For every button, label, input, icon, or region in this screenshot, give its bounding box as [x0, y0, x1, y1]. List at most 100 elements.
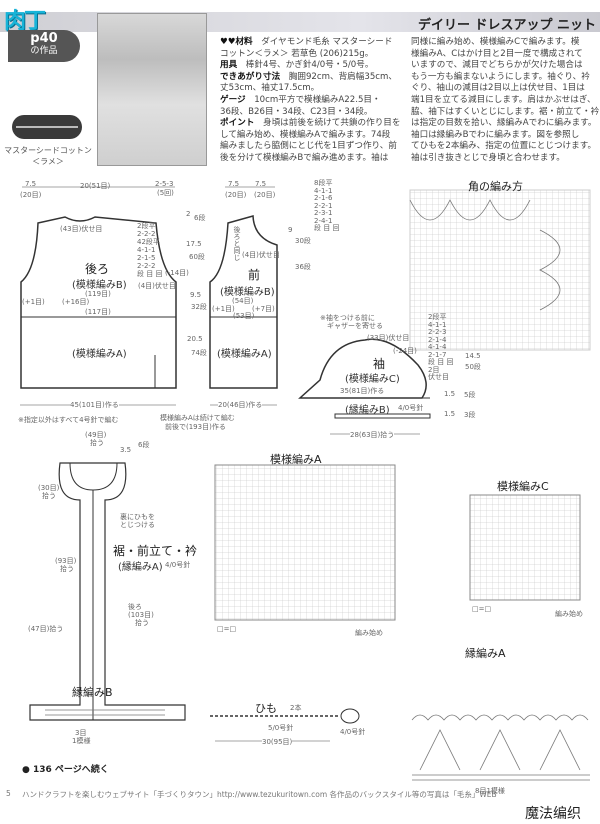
yarn-caption: マスターシードコットン ＜ラメ＞: [4, 145, 92, 167]
page-number: 5: [6, 789, 11, 798]
front-st-b: (20目): [254, 191, 276, 199]
yarn-name: マスターシードコットン: [4, 146, 92, 155]
site-logo: 肉丁: [4, 9, 46, 34]
back-piece-label: 後ろ: [85, 262, 110, 276]
sleeve-dim-5rows: 5段: [464, 391, 476, 399]
sleeve-minus24: (-24目): [393, 347, 417, 355]
front-st-a: (20目): [225, 191, 247, 199]
cord-length: 30(95目): [262, 737, 293, 747]
cord-needle5: 5/0号針: [268, 724, 294, 732]
front-pattern-a: (模様編みA): [217, 349, 272, 360]
instruction-text: 丈53cm、袖丈17.5cm。: [220, 83, 320, 94]
band-st30: (30目): [38, 484, 60, 492]
decrease-step: 2段平: [137, 222, 156, 230]
sleeve-dim-1-5b: 1.5: [444, 410, 456, 418]
edge-b-repeat2: 1模様: [72, 737, 91, 745]
instruction-text: 胸囲92cm、背肩幅35cm、: [280, 71, 397, 82]
band-pick93: 拾う: [60, 565, 74, 573]
decrease-step: 2-1-4: [428, 335, 447, 344]
band-pick49: 拾う: [90, 439, 104, 447]
decrease-step: 2-2-1: [314, 201, 333, 210]
instruction-line: できあがり寸法 胸囲92cm、背肩幅35cm、: [220, 72, 401, 84]
decrease-step: 4-1-1: [314, 186, 333, 195]
sleeve-pattern: (模様編みC): [345, 374, 400, 385]
decrease-step: 段 目 回: [428, 358, 454, 366]
cord-title: ひも: [255, 702, 277, 715]
band-st49: (49目): [85, 431, 107, 439]
back-minus14: (-14目): [165, 269, 189, 277]
instruction-text: 編みましたら脇側にとじ代を1目ずつ作り、前: [220, 141, 397, 152]
instruction-text: 棒針4号、かぎ針4/0号・5/0号。: [237, 60, 374, 71]
front-bindoff4: (4目)伏せ目: [242, 251, 280, 259]
decrease-step: 4-1-1: [428, 320, 447, 329]
edge-a-repeat: 8目1模様: [475, 787, 505, 795]
decrease-step: 2-3-1: [314, 209, 333, 217]
instruction-heading: ポイント: [220, 118, 255, 129]
instruction-line: ゲージ 10cm平方で模様編みA22.5目・: [220, 95, 401, 107]
band-dim-6rows: 6段: [138, 441, 150, 449]
back-cast-on: 45(101目)作る: [70, 400, 119, 410]
band-st47: (47目)拾う: [28, 625, 64, 633]
model-photo: [97, 13, 207, 166]
instruction-line: コットン＜ラメ＞ 若草色 (206)215g。: [220, 49, 401, 61]
decrease-step: 8段平: [314, 179, 333, 187]
front-cast-on: 20(46目)作る: [218, 400, 263, 410]
continue-link[interactable]: ● 136 ページへ続く: [22, 765, 109, 775]
sleeve-dim-3rows: 3段: [464, 411, 476, 419]
front-dim-9: 9: [288, 226, 293, 234]
instruction-line: は指定の目数を拾い、縁編みAでわに編みます。: [411, 118, 597, 129]
front-dim-30rows: 30段: [295, 237, 311, 245]
sleeve-dim-1-5a: 1.5: [444, 390, 456, 398]
instruction-line: 端1目を立てる減目にします。肩はかぶせはぎ、: [411, 94, 596, 105]
back-shoulder-dec: 2-5-3: [155, 180, 174, 188]
decrease-step: 2-2-2: [137, 230, 156, 238]
decrease-step: 2目: [428, 365, 440, 374]
back-pattern-a: (模様編みA): [72, 349, 127, 360]
decrease-step: 2-2-3: [428, 328, 447, 336]
sleeve-dim-14-5: 14.5: [465, 352, 481, 360]
band-back: 後ろ: [128, 603, 142, 611]
sleeve-bindoff: (33目)伏せ目: [367, 334, 410, 342]
decrease-step: 2-1-6: [314, 194, 333, 202]
page-ref: p40: [30, 31, 58, 46]
dim-74rows: 74段: [191, 349, 207, 357]
instructions-col1: ♥♥材料 ダイヤモンド毛糸 マスターシードコットン＜ラメ＞ 若草色 (206)2…: [220, 37, 401, 165]
instruction-text: コットン＜ラメ＞ 若草色 (206)215g。: [220, 48, 374, 59]
sleeve-note1: ※袖をつける前に: [320, 314, 375, 322]
back-plus16: (+16目): [62, 298, 90, 306]
band-pick103: 拾う: [135, 619, 149, 627]
sleeve-pickup: 28(63目)拾う: [350, 430, 395, 440]
instruction-line: 袖は引き抜きとじで身頃と合わせます。: [411, 152, 565, 163]
instruction-heading: 用具: [220, 60, 238, 71]
edge-b-title: 縁編みB: [72, 686, 113, 699]
instruction-text: 36段、B26目・34段、C23目・34段。: [220, 106, 373, 117]
band-dim-3-5: 3.5: [120, 446, 132, 454]
pattern-a-title: 模様編みA: [270, 453, 322, 466]
dim-2: 2: [186, 210, 191, 218]
instruction-line: いますので、減目でどちらかが欠けた場合は: [411, 60, 583, 71]
instruction-line: 丈53cm、袖丈17.5cm。: [220, 83, 401, 95]
sleeve-edge-needle: 4/0号針: [398, 404, 424, 412]
back-neck-width: 20(51目): [80, 182, 111, 190]
front-plus7: (+7目): [252, 305, 275, 313]
instruction-line: ♥♥材料 ダイヤモンド毛糸 マスターシード: [220, 37, 401, 49]
corner-title: 角の編み方: [468, 180, 523, 193]
back-shoulder-stitches: (20目): [20, 191, 42, 199]
dim-32rows: 32段: [191, 303, 207, 311]
front-piece-label: 前: [248, 268, 261, 282]
chart-pattern-a: [214, 464, 396, 621]
instruction-line: 後を分けて模様編みBで編み進めます。袖は: [220, 153, 401, 165]
front-dim-36rows: 36段: [295, 263, 311, 271]
cord-count: 2本: [290, 704, 302, 712]
decrease-step: 4-1-4: [428, 343, 447, 351]
back-neck-bindoff: (43目)伏せ目: [60, 225, 103, 233]
instruction-heading: できあがり寸法: [220, 71, 281, 82]
pattern-a-key: □=□: [217, 625, 237, 633]
back-st119: (119目): [85, 290, 111, 298]
instruction-line: 脇、袖下はすくいとじにします。裾・前立て・衿: [411, 106, 600, 117]
dim-60rows: 60段: [189, 253, 205, 261]
back-pattern-b: (模様編みB): [72, 280, 127, 291]
